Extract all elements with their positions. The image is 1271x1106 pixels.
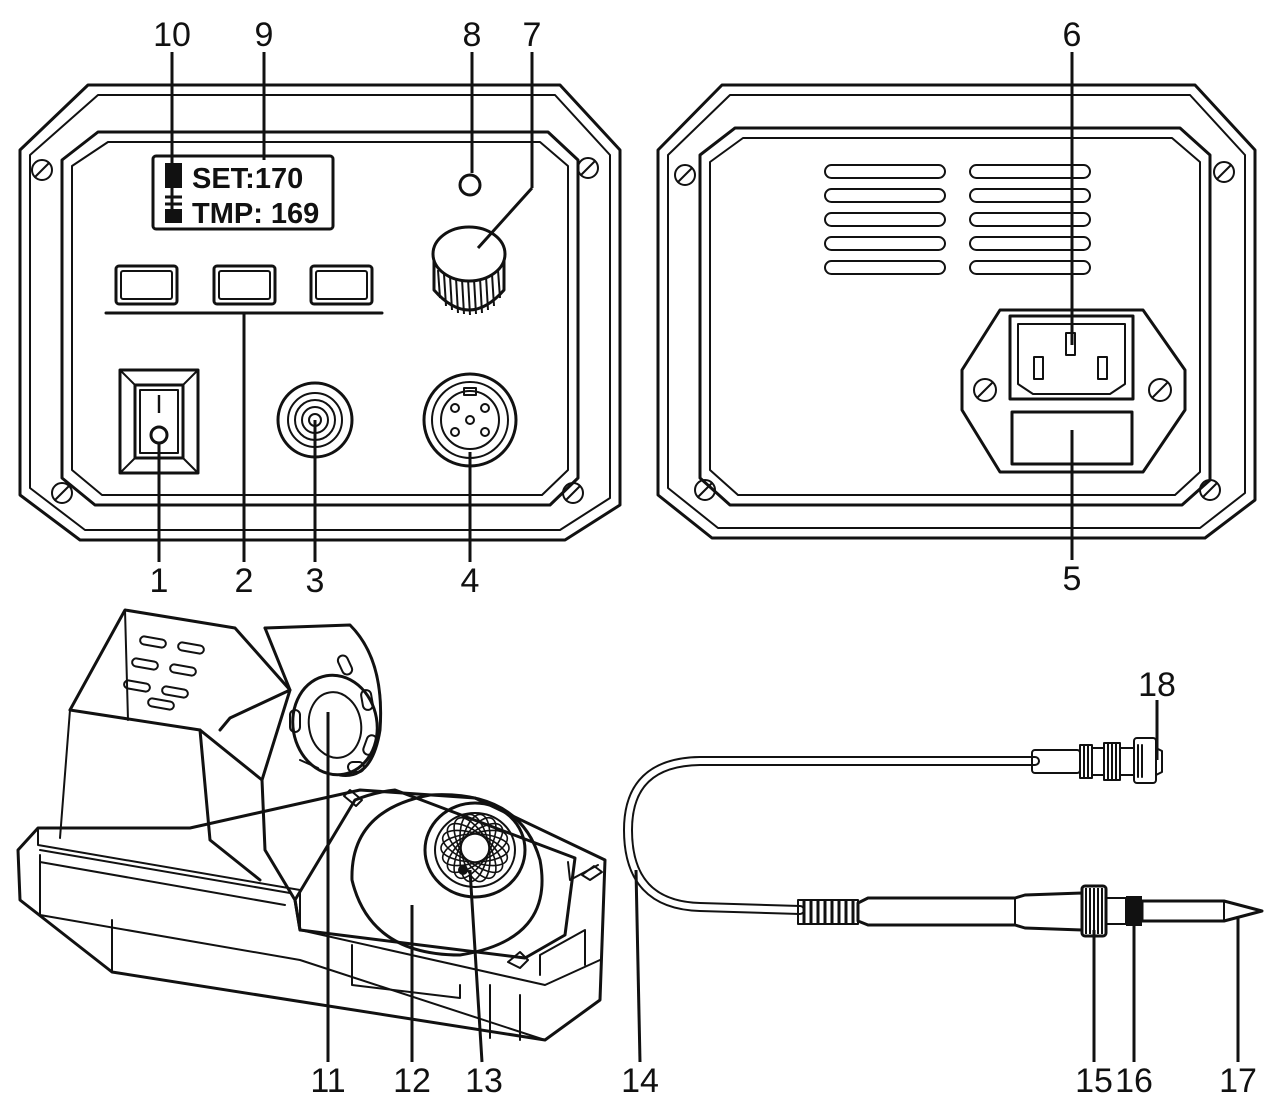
screw-icon [577,157,599,179]
callout-6: 6 [1063,16,1082,54]
screw-icon [694,479,716,501]
screw-icon [1148,378,1172,402]
callout-17: 17 [1219,1062,1257,1100]
heating-sleeve [1126,896,1142,926]
callout-5: 5 [1063,560,1082,598]
screw-icon [1199,479,1221,501]
soldering-tip [1140,899,1264,923]
callout-13: 13 [465,1062,503,1100]
stand-icon [16,608,607,1042]
callout-8: 8 [463,16,482,54]
lcd-display: SET:170 TMP: 169 [151,154,335,231]
callout-16: 16 [1115,1062,1153,1100]
leader-lines [157,52,1240,1063]
callout-numbers: 10 9 8 7 6 1 2 3 4 5 18 11 12 13 14 15 1… [150,16,1257,1100]
callout-14: 14 [621,1062,659,1100]
screw-icon [51,482,73,504]
callout-1: 1 [150,562,169,600]
function-buttons[interactable] [104,264,384,315]
callout-11: 11 [310,1062,345,1100]
callout-12: 12 [393,1062,431,1100]
callout-18: 18 [1138,666,1176,704]
back-panel [656,83,1257,540]
screw-icon [973,378,997,402]
soldering-iron-icon [622,737,1264,938]
display-set-text: SET:170 [192,163,303,195]
power-on-symbol: I [155,389,162,419]
vent-slots [824,164,1091,275]
callout-2: 2 [235,562,254,600]
vent-slots [123,635,205,711]
brass-wire-icon [423,801,527,899]
strain-relief [797,899,859,925]
iron-cable [622,756,1040,915]
iron-handle [856,891,1084,932]
screw-icon [31,159,53,181]
front-panel: SET:170 TMP: 169 [18,83,622,542]
screw-icon [562,482,584,504]
locking-nut[interactable] [1080,884,1108,938]
display-temp-text: TMP: 169 [192,198,319,230]
callout-3: 3 [306,562,325,600]
indicator-light [458,173,482,197]
screw-icon [1213,161,1235,183]
knob-icon[interactable] [431,225,507,316]
callout-9: 9 [255,16,274,54]
screw-icon [674,164,696,186]
callout-7: 7 [523,16,542,54]
connector-plug [1031,737,1163,784]
callout-10: 10 [153,16,191,54]
sponge-icon [293,788,577,960]
callout-15: 15 [1075,1062,1113,1100]
power-switch-icon[interactable]: I [118,368,200,475]
callout-4: 4 [461,562,480,600]
